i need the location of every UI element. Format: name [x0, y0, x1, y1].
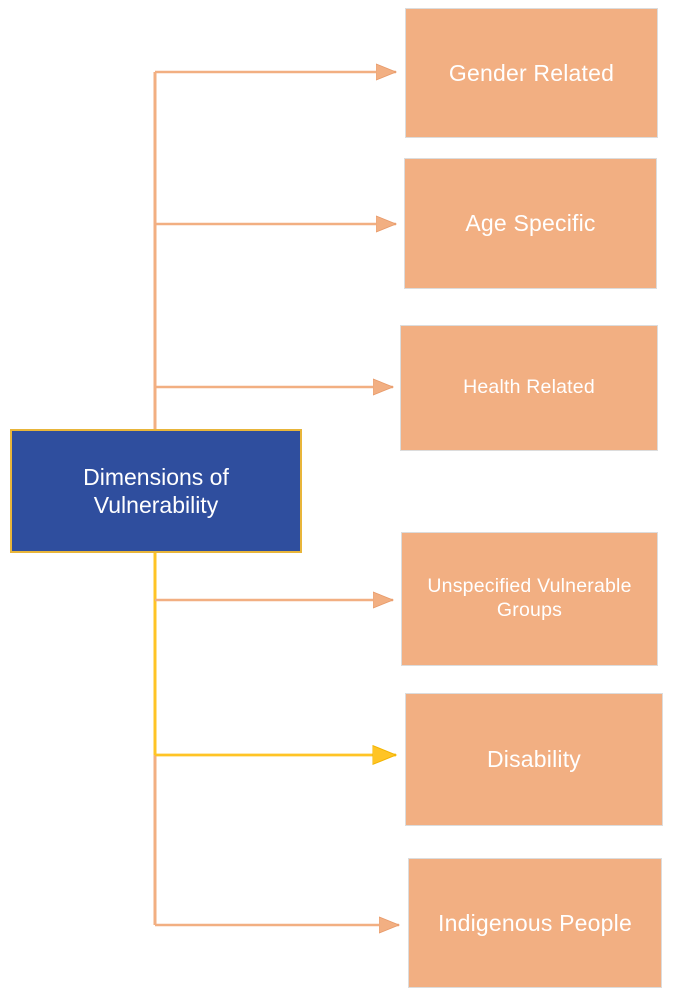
root-node-label-line2: Vulnerability: [93, 492, 219, 518]
branch-node-disability[interactable]: Disability: [405, 693, 663, 826]
branch-node-label: Health Related: [463, 376, 595, 399]
branch-node-label: Unspecified Vulnerable Groups: [427, 575, 632, 621]
branch-node-label: Indigenous People: [438, 909, 632, 936]
root-node-dimensions-of-vulnerability[interactable]: Dimensions of Vulnerability: [10, 429, 302, 553]
branch-node-label: Gender Related: [448, 59, 615, 86]
branch-node-unspecified-vulnerable-groups[interactable]: Unspecified Vulnerable Groups: [401, 532, 658, 666]
branch-node-age-specific[interactable]: Age Specific: [404, 158, 657, 289]
branch-node-label: Age Specific: [465, 210, 596, 237]
branch-node-gender-related[interactable]: Gender Related: [405, 8, 658, 138]
branch-node-indigenous-people[interactable]: Indigenous People: [408, 858, 662, 988]
branch-node-health-related[interactable]: Health Related: [400, 325, 658, 451]
root-node-label-line1: Dimensions of: [83, 463, 229, 490]
branch-node-label: Disability: [486, 746, 582, 773]
